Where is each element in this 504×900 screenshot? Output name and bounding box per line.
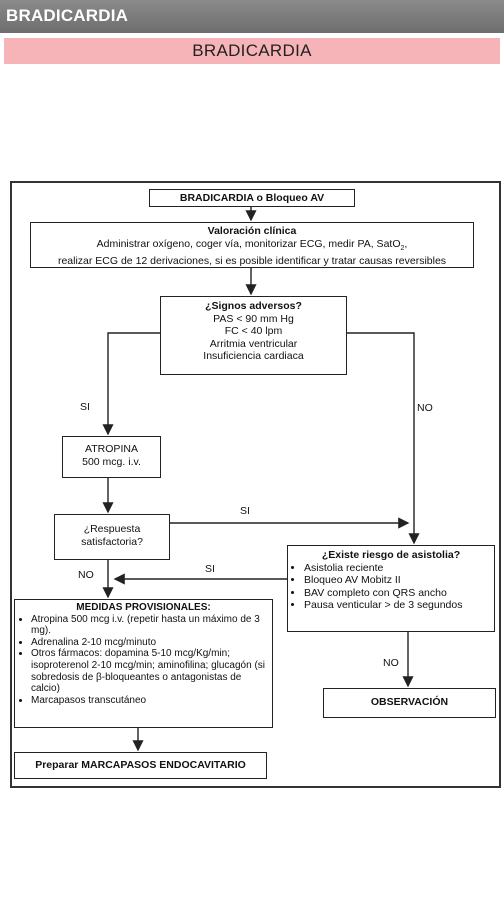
label-no-1: NO	[417, 402, 433, 414]
asystole-risk-box: ¿Existe riesgo de asistolia? Asistolia r…	[287, 545, 495, 632]
adverse-item: Insuficiencia cardiaca	[203, 350, 304, 362]
page-banner: BRADICARDIA	[4, 38, 500, 64]
adverse-item: FC < 40 lpm	[224, 325, 283, 337]
provisional-measures-box: MEDIDAS PROVISIONALES: Atropina 500 mcg …	[14, 599, 273, 728]
start-box: BRADICARDIA o Bloqueo AV	[149, 189, 355, 207]
start-text: BRADICARDIA o Bloqueo AV	[179, 192, 325, 204]
asystole-list: Asistolia reciente Bloqueo AV Mobitz II …	[292, 562, 490, 612]
label-si-3: SI	[205, 563, 215, 575]
adverse-title: ¿Signos adversos?	[205, 300, 302, 312]
label-si-1: SI	[80, 401, 90, 413]
pacemaker-text: Preparar MARCAPASOS ENDOCAVITARIO	[35, 759, 246, 771]
label-si-2: SI	[240, 505, 250, 517]
app-bar: BRADICARDIA	[0, 0, 504, 33]
atropine-line1: ATROPINA	[85, 443, 138, 455]
asystole-item: Asistolia reciente	[304, 562, 490, 575]
response-box: ¿Respuesta satisfactoria?	[54, 514, 170, 560]
adverse-signs-box: ¿Signos adversos? PAS < 90 mm Hg FC < 40…	[160, 296, 347, 375]
label-no-2: NO	[78, 569, 94, 581]
provisional-item: Marcapasos transcutáneo	[31, 695, 268, 707]
response-line1: ¿Respuesta	[83, 523, 141, 535]
asystole-item: Bloqueo AV Mobitz II	[304, 574, 490, 587]
label-no-3: NO	[383, 657, 399, 669]
provisional-title: MEDIDAS PROVISIONALES:	[76, 602, 211, 613]
atropine-box: ATROPINA 500 mcg. i.v.	[62, 436, 161, 478]
provisional-item: Atropina 500 mcg i.v. (repetir hasta un …	[31, 614, 268, 637]
asystole-item: BAV completo con QRS ancho	[304, 587, 490, 600]
observation-text: OBSERVACIÓN	[370, 696, 449, 708]
assessment-title: Valoración clínica	[207, 225, 297, 237]
provisional-list: Atropina 500 mcg i.v. (repetir hasta un …	[19, 614, 268, 707]
provisional-item: Adrenalina 2-10 mcg/minuto	[31, 637, 268, 649]
assessment-box: Valoración clínica Administrar oxígeno, …	[30, 222, 474, 268]
asystole-title: ¿Existe riesgo de asistolia?	[321, 549, 461, 561]
app-title: BRADICARDIA	[6, 6, 129, 25]
observation-box: OBSERVACIÓN	[323, 688, 496, 718]
assessment-line1: Administrar oxígeno, coger vía, monitori…	[96, 237, 408, 252]
adverse-item: Arritmia ventricular	[209, 337, 298, 350]
response-line2: satisfactoria?	[81, 535, 143, 548]
flowchart-frame	[10, 181, 501, 788]
asystole-item: Pausa venticular > de 3 segundos	[304, 599, 490, 612]
assessment-line2: realizar ECG de 12 derivaciones, si es p…	[57, 255, 447, 268]
provisional-item: Otros fármacos: dopamina 5-10 mcg/Kg/min…	[31, 648, 268, 694]
adverse-item: PAS < 90 mm Hg	[213, 312, 294, 325]
atropine-line2: 500 mcg. i.v.	[82, 455, 141, 468]
pacemaker-box: Preparar MARCAPASOS ENDOCAVITARIO	[14, 752, 267, 779]
